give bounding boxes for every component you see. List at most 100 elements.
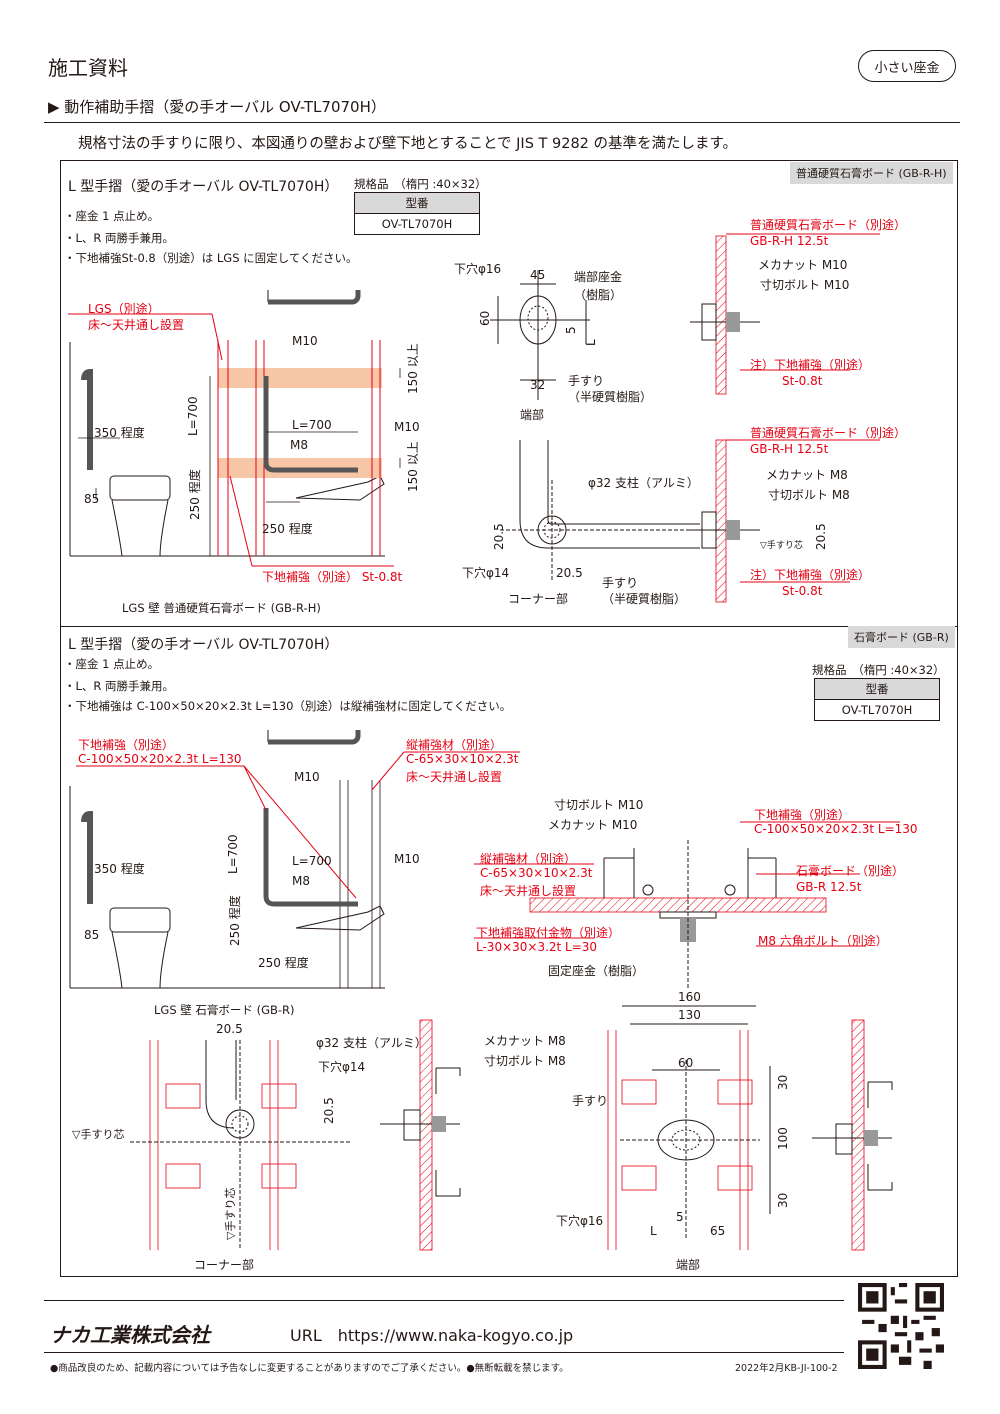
label-350: 350 程度 [94,426,145,440]
page-title: 施工資料 [48,56,128,80]
label-center-v: ▽手すり芯 [224,1187,237,1240]
section1-end-detail [490,270,590,400]
section1-wall-section-a [690,235,760,395]
label-150a: 150 以上 [406,343,420,394]
label-board1b: GB-R-H 12.5t [750,234,829,248]
section1-spec-label: 規格品 （楕円 :40×32） [354,177,487,191]
label-d60-2: 60 [678,1056,694,1070]
section2-end-rail [620,1005,771,1240]
label-post32: φ32 支柱（アルミ） [588,476,699,490]
section2-corner-studs [149,1040,297,1250]
section2-corner-rail [130,1040,350,1250]
label-board2: 普通硬質石膏ボード（別途） [750,426,907,440]
label-board: 石膏ボード（別途） [796,864,905,878]
company-url[interactable]: URL https://www.naka-kogyo.co.jp [290,1326,574,1345]
section1-elevation [69,290,385,557]
label-d65: 65 [710,1224,726,1238]
label-nut10: メカナット M10 [758,258,848,272]
label-m10b: M10 [394,420,420,434]
label-250v: 250 程度 [188,469,202,520]
label-m8: M8 [290,438,308,452]
section2-wall-caption: LGS 壁 石膏ボード (GB-R) [154,1003,295,1017]
label-350-2: 350 程度 [94,862,145,876]
label-d30a: 30 [776,1074,790,1090]
section1-spec-table: 型番 OV-TL7070H [354,192,480,235]
section1-leaders-red [726,233,880,583]
section2-plan-detail [529,840,827,990]
section2-tag: 石膏ボード (GB-R) [848,626,955,648]
label-vert2: 縦補強材（別途） [480,852,577,866]
label-rail-2: （半硬質樹脂） [568,390,653,404]
section2-note-2: ・L、R 両勝手兼用。 [64,679,175,693]
label-85: 85 [84,492,100,506]
label-d205b-2: 20.5 [322,1097,336,1124]
section2-studs [339,780,381,988]
label-250h-2: 250 程度 [258,956,309,970]
divider [44,122,960,124]
panel-divider [60,626,958,627]
label-board2b: GB-R-H 12.5t [750,442,829,456]
label-d30b: 30 [776,1192,790,1208]
label-150b: 150 以上 [406,441,420,492]
label-rail-3: 手すり [602,576,639,590]
label-hole16: 下穴φ16 [454,262,502,276]
label-m10a: M10 [292,334,318,348]
spec-header: 型番 [354,192,480,214]
label-m8-2: M8 [292,874,310,888]
label-boardb: GB-R 12.5t [796,880,862,894]
label-bolt8: 寸切ボルト M8 [768,488,850,502]
label-d130: 130 [678,1008,701,1022]
label-d100: 100 [776,1127,790,1150]
label-rail-end: 手すり [572,1094,609,1108]
label-bolt10-2: 寸切ボルト M10 [554,798,644,812]
label-250v-2: 250 程度 [228,895,242,946]
label-l700-2: L=700 [292,854,332,868]
label-rail: 手すり [568,374,605,388]
qr-code-icon [858,1283,944,1369]
section1-note-1: ・座金 1 点止め。 [64,209,160,223]
label-fixseat: 固定座金（樹脂） [548,964,645,978]
label-l700: L=700 [292,418,332,432]
section2-plan-leaders [474,821,900,947]
label-reinf3: 注）下地補強（別途） [750,568,871,582]
section1-note-2: ・L、R 両勝手兼用。 [64,231,175,245]
label-endpart: 端部 [520,408,545,422]
label-d205b: 20.5 [556,566,583,580]
section2-note-3: ・下地補強は C-100×50×20×2.3t L=130（別途）は縦補強材に固… [64,699,512,713]
disclaimer: ●商品改良のため、記載内容については予告なしに変更することがありますのでご了承く… [50,1363,569,1374]
label-m10a-2: M10 [294,770,320,784]
section1-title: L 型手摺（愛の手オーバル OV-TL7070H） [68,179,339,195]
label-vert-c: 床～天井通し設置 [406,770,503,784]
label-lgs: LGS（別途） [88,302,160,316]
label-center-h: ▽手すり芯 [72,1128,125,1141]
label-bolt10: 寸切ボルト M10 [760,278,850,292]
section1-note-3: ・下地補強St-0.8（別途）は LGS に固定してください。 [64,251,358,265]
label-hexbolt: M8 六角ボルト（別途） [758,934,888,948]
label-bolt8-2: 寸切ボルト M8 [484,1054,566,1068]
label-lgs-2: 床～天井通し設置 [88,318,185,332]
label-reinf2-2: 下地補強（別途） [754,808,851,822]
footer-divider [44,1300,844,1302]
label-endpart-2: 端部 [676,1258,701,1272]
label-l700-vertical: L=700 [186,396,200,436]
spec-value: OV-TL7070H [354,213,480,235]
section1-tag: 普通硬質石膏ボード (GB-R-H) [790,162,953,184]
label-d5: 5 [564,326,578,334]
label-vert-b: C-65×30×10×2.3t [406,752,519,766]
label-vert2c: 床～天井通し設置 [480,884,577,898]
footer-divider-2 [44,1352,844,1354]
spec-value: OV-TL7070H [814,699,940,721]
label-endseat-2: （樹脂） [574,288,623,302]
label-nut10-2: メカナット M10 [548,818,638,832]
label-center: ▽手すり芯 [760,541,803,551]
label-mountb: L-30×30×3.2t L=30 [476,940,598,954]
label-250h: 250 程度 [262,522,313,536]
label-hole14-2: 下穴φ14 [318,1060,366,1074]
section1-wall-section-b [690,439,760,603]
section1-lrail [263,376,358,473]
label-mount: 下地補強取付金物（別途） [476,926,621,940]
section-heading: ▶ 動作補助手摺（愛の手オーバル OV-TL7070H） [48,98,386,116]
label-d160: 160 [678,990,701,1004]
section2-title: L 型手摺（愛の手オーバル OV-TL7070H） [68,637,339,653]
